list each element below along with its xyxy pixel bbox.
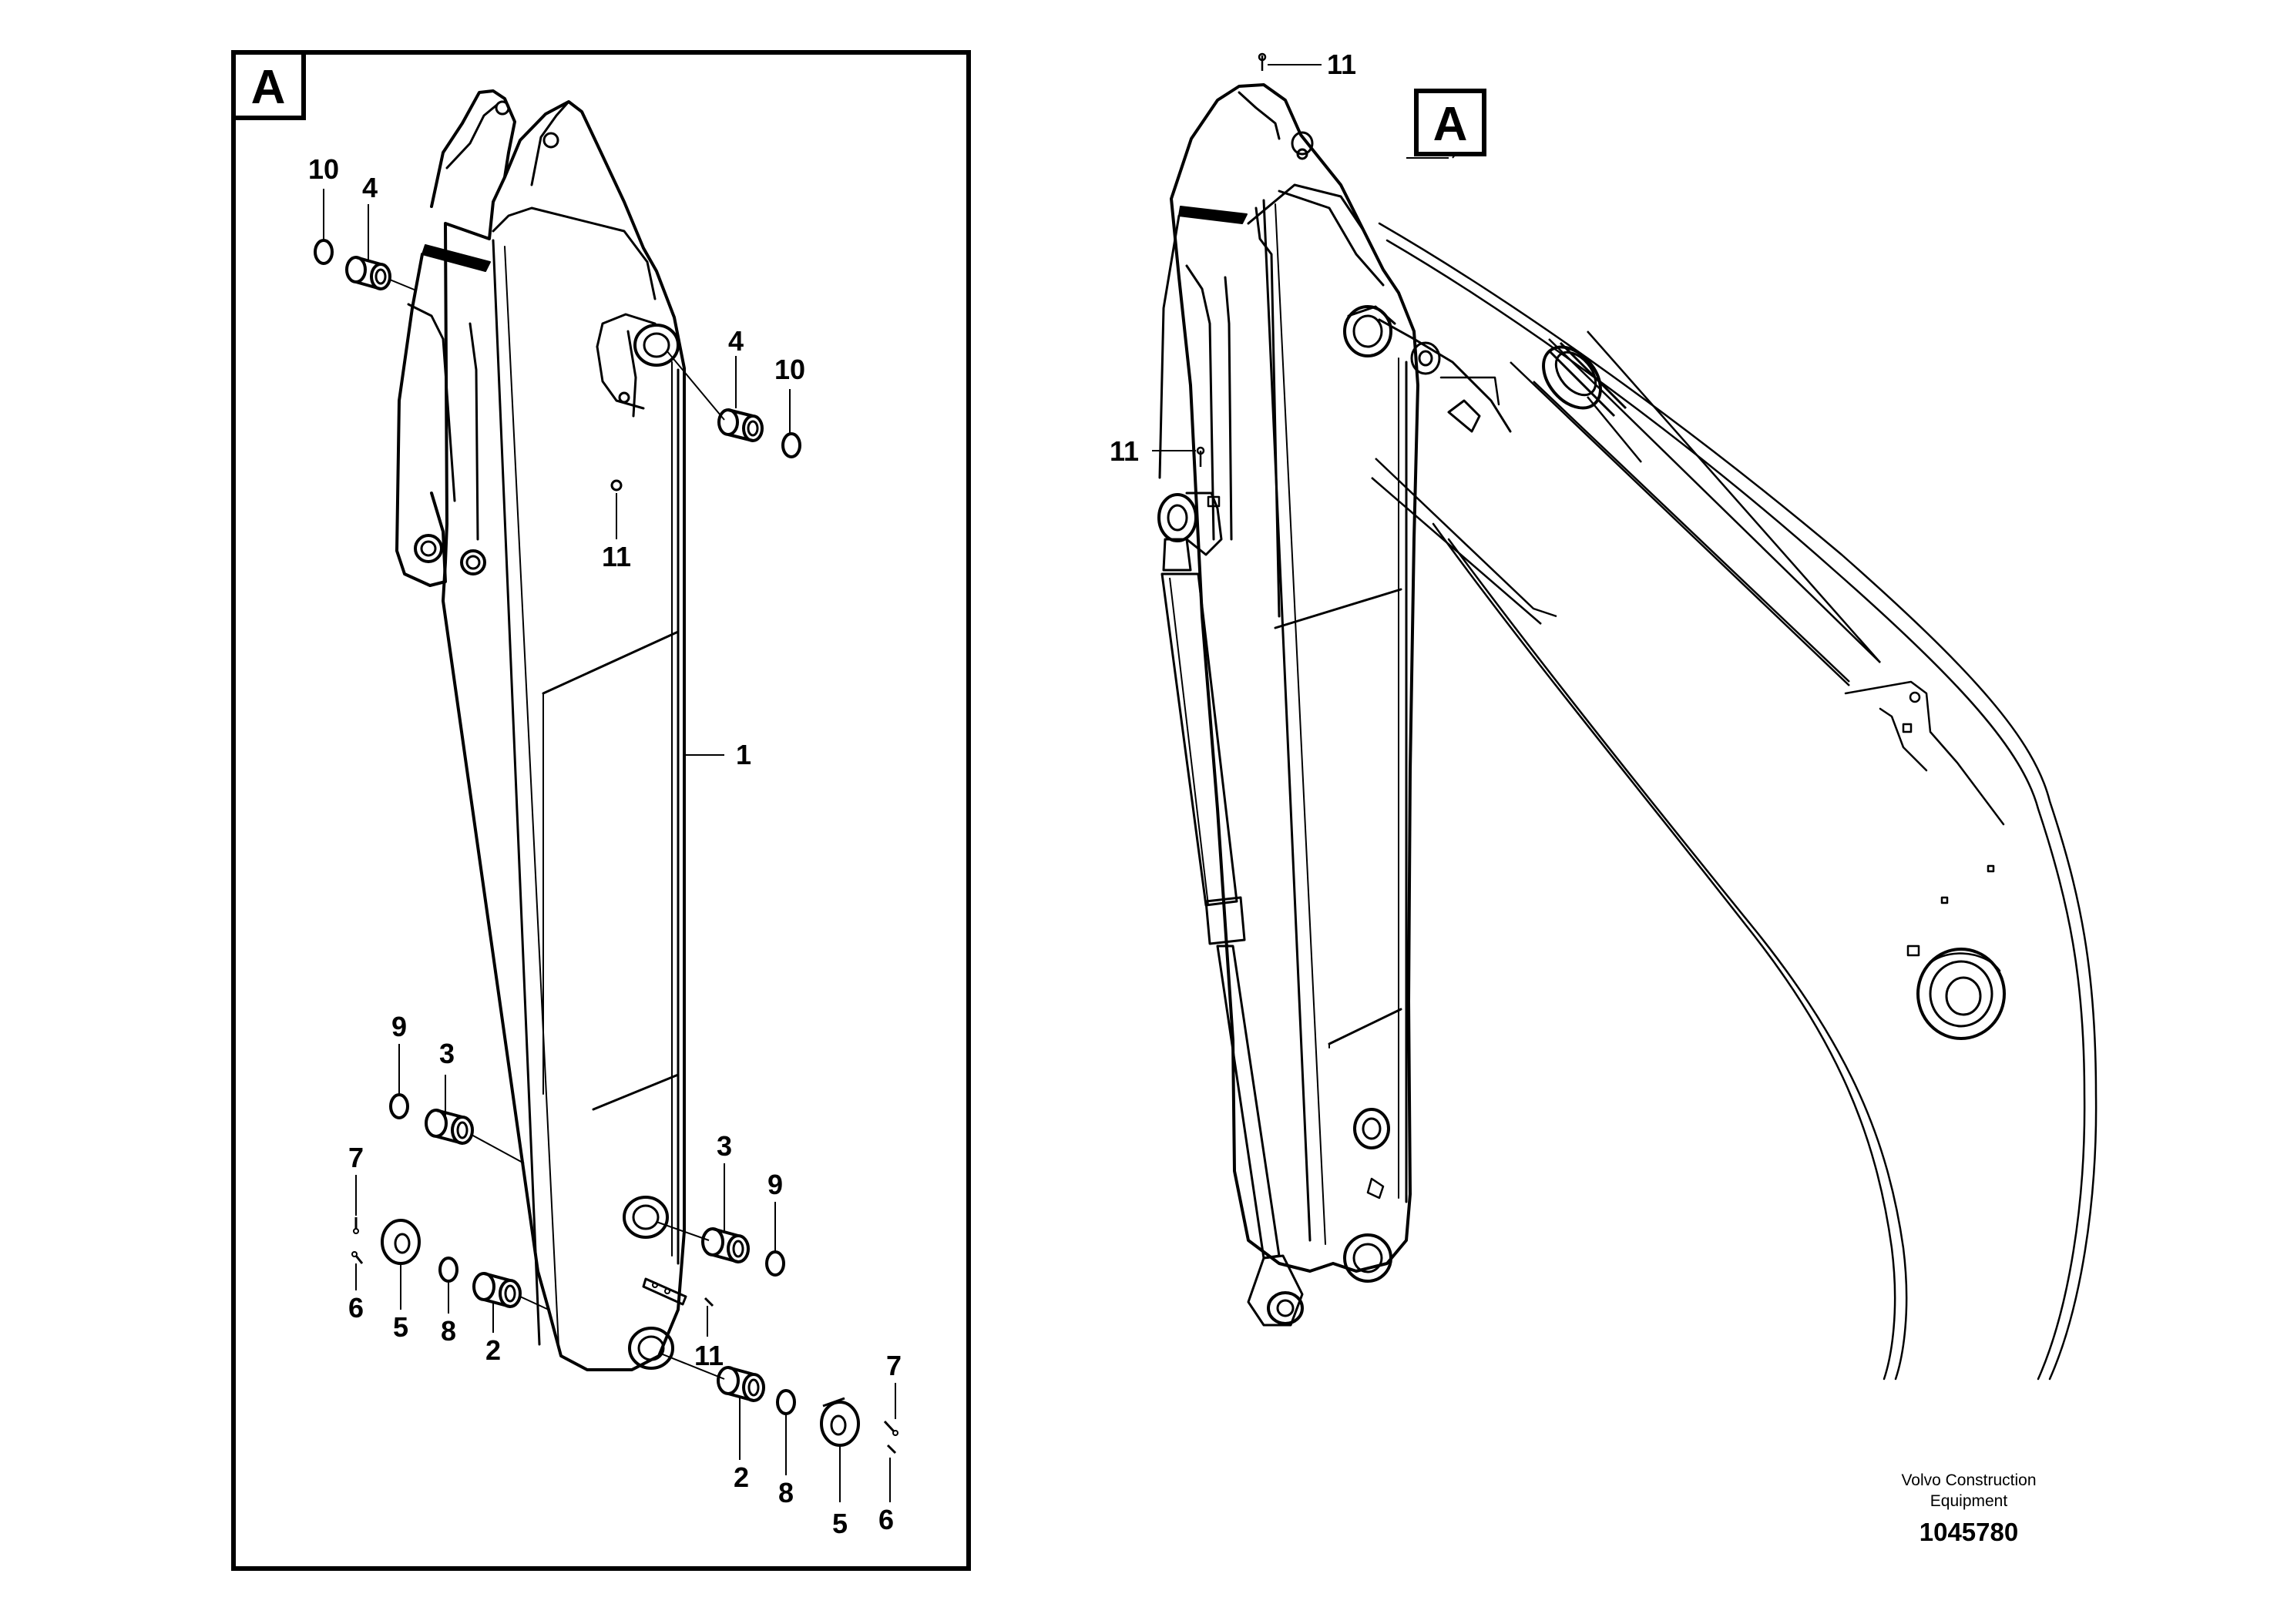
title-block: Volvo Construction Equipment 1045780 (1901, 1471, 2036, 1546)
detail-view-frame (231, 50, 971, 1571)
grease-fittings-right (1196, 52, 1267, 467)
callout-8: 8 (778, 1477, 794, 1508)
document-number: 1045780 (1920, 1518, 2018, 1546)
callout-4: 4 (362, 172, 378, 203)
callouts-left: 10 4 4 10 11 1 9 3 7 6 5 8 2 3 9 11 2 8 … (308, 153, 902, 1539)
washer-right (820, 1397, 860, 1447)
callout-11: 11 (694, 1340, 724, 1371)
arm-assembled (1158, 83, 1512, 1283)
callout-7: 7 (886, 1350, 902, 1381)
bushing-mid-right (701, 1227, 750, 1263)
callout-6: 6 (348, 1292, 364, 1324)
callout-11: 11 (1327, 49, 1356, 80)
callout-6: 6 (878, 1504, 894, 1535)
arm-detail (395, 89, 687, 1371)
bushing-mid-left (425, 1109, 474, 1145)
callout-2: 2 (734, 1461, 749, 1493)
callout-11: 11 (1110, 435, 1139, 467)
view-marker-left: A (251, 61, 286, 114)
callout-3: 3 (439, 1038, 455, 1069)
company-name-line1: Volvo Construction (1901, 1471, 2036, 1489)
callout-1: 1 (736, 739, 751, 770)
view-marker-box-right: A (1414, 89, 1486, 156)
bushing-low-left (472, 1272, 522, 1308)
callout-8: 8 (441, 1315, 456, 1347)
view-marker-box-left: A (231, 50, 306, 120)
boom-outline (1378, 222, 2098, 1381)
leader-lines-left (323, 189, 896, 1502)
boom-cylinder (1371, 331, 1881, 686)
callout-5: 5 (832, 1508, 848, 1539)
bushing-top-right (717, 408, 764, 442)
callout-11: 11 (602, 541, 631, 572)
callout-9: 9 (767, 1169, 783, 1200)
callout-5: 5 (393, 1311, 408, 1343)
callouts-right: 11 11 (1110, 49, 1356, 467)
callout-10: 10 (774, 354, 805, 385)
company-name-line2: Equipment (1930, 1492, 2008, 1510)
callout-4: 4 (728, 325, 744, 357)
washer-left (381, 1219, 421, 1265)
callout-3: 3 (717, 1130, 732, 1162)
callout-10: 10 (308, 153, 339, 185)
callout-7: 7 (348, 1142, 364, 1173)
bushing-top-left (345, 256, 391, 290)
callout-9: 9 (391, 1011, 407, 1042)
exploded-parts (314, 239, 898, 1455)
bushing-low-right (717, 1366, 765, 1402)
arm-cylinder (1157, 493, 1304, 1327)
callout-2: 2 (485, 1334, 501, 1366)
view-marker-right: A (1433, 98, 1468, 151)
